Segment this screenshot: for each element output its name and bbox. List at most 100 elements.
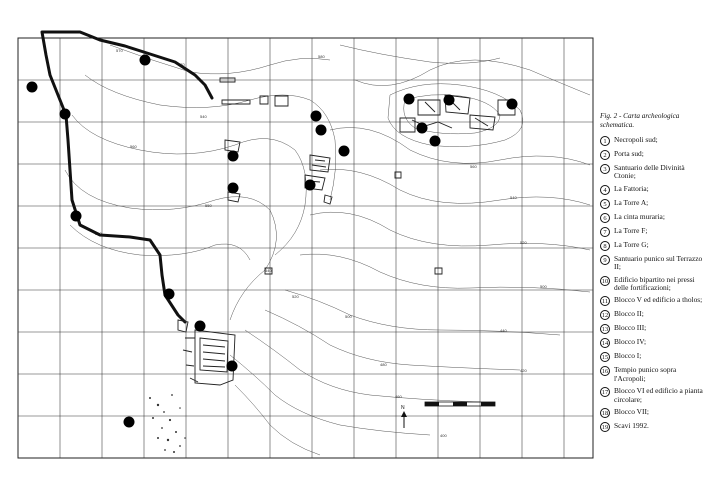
site-marker: [304, 179, 316, 191]
legend-number-badge: 4: [600, 184, 610, 195]
legend-item: 9 Santuario punico sul Terrazzo II;: [600, 253, 705, 272]
legend-label: Necropoli sud;: [614, 135, 658, 144]
north-arrow-icon: N: [401, 405, 407, 428]
contour-label: 400: [440, 433, 447, 438]
small-feature: [264, 267, 273, 275]
contour-label: 560: [470, 164, 477, 169]
legend-number-badge: 16: [600, 366, 610, 377]
legend-number-badge: 8: [600, 240, 610, 251]
contour-label: 560: [130, 144, 137, 149]
legend-number-badge: 1: [600, 136, 610, 146]
legend-number-badge: 11: [600, 296, 610, 307]
contour-label: 570: [178, 62, 185, 67]
legend-number-badge: 19: [600, 422, 610, 433]
site-marker: [443, 94, 455, 106]
legend-number-badge: 2: [600, 150, 610, 160]
legend-label: Scavi 1992.: [614, 421, 649, 431]
legend-number-badge: 17: [600, 387, 610, 398]
contour-label: 540: [510, 195, 517, 200]
site-marker: [315, 124, 327, 136]
necropolis-marks: [149, 394, 186, 453]
legend-number-badge: 15: [600, 352, 610, 363]
legend-label: Blocco VI ed edificio a pianta circolare…: [614, 386, 703, 404]
legend-item: 4 La Fattoria;: [600, 183, 705, 195]
contour-label: 500: [345, 314, 352, 319]
legend-item: 8 La Torre G;: [600, 239, 705, 251]
legend-label: La cinta muraria;: [614, 211, 665, 221]
legend-number-badge: 13: [600, 324, 610, 335]
legend-number-badge: 6: [600, 212, 610, 223]
legend-item: 15 Blocco I;: [600, 351, 705, 363]
contour-label: 540: [200, 114, 207, 119]
contour-label: 580: [318, 54, 325, 59]
legend-label: Blocco I;: [614, 351, 642, 361]
legend-label: Blocco II;: [614, 309, 644, 319]
site-marker: [123, 416, 135, 428]
site-marker: [163, 288, 175, 300]
legend-label: Santuario punico sul Terrazzo II;: [614, 253, 703, 272]
city-wall: [40, 30, 214, 324]
site-marker: [139, 54, 151, 66]
legend-label: La Torre A;: [614, 197, 649, 207]
south-sanctuary-complex: [182, 329, 236, 386]
legend: Fig. 2 - Carta archeologica schematica. …: [600, 112, 705, 436]
contour-label: 440: [500, 328, 507, 333]
acropolis-complex: [399, 94, 516, 133]
legend-label: Blocco V ed edificio a tholos;: [614, 295, 703, 305]
contour-label: 500: [540, 284, 547, 289]
site-marker: [227, 150, 239, 162]
legend-item: 18 Blocco VII;: [600, 407, 705, 419]
site-marker: [310, 110, 322, 122]
legend-item: 11 Blocco V ed edificio a tholos;: [600, 295, 705, 307]
legend-label: La Fattoria;: [614, 183, 649, 193]
legend-label: Blocco IV;: [614, 337, 647, 347]
legend-item: 14 Blocco IV;: [600, 337, 705, 349]
legend-label: Tempio punico sopra l'Acropoli;: [614, 365, 677, 383]
legend-number-badge: 14: [600, 338, 610, 349]
scale-bar: [424, 401, 496, 407]
site-marker: [227, 182, 239, 194]
small-feature: [394, 171, 402, 179]
legend-item: 19 Scavi 1992.: [600, 421, 705, 433]
contour-label: 570: [116, 48, 123, 53]
contour-label: 550: [205, 203, 212, 208]
legend-number-badge: 5: [600, 198, 610, 209]
contour-label: 480: [380, 362, 387, 367]
legend-item: 12 Blocco II;: [600, 309, 705, 321]
legend-item: 2 Porta sud;: [600, 149, 705, 160]
site-marker: [70, 210, 82, 222]
site-marker: [194, 320, 206, 332]
site-marker: [416, 122, 428, 134]
contour-labels: 570 570 580 560 540 560 550 540 520 500 …: [95, 48, 547, 438]
legend-number-badge: 12: [600, 310, 610, 321]
site-marker: [338, 145, 350, 157]
small-feature: [323, 194, 333, 205]
site-markers: [26, 54, 518, 428]
figure-caption: Fig. 2 - Carta archeologica schematica.: [600, 112, 680, 129]
legend-label: Blocco VII;: [614, 407, 649, 417]
legend-label: Santuario delle Divinità Ctonie;: [614, 163, 685, 181]
site-marker: [429, 135, 441, 147]
grid: [18, 38, 593, 458]
contour-label: 540: [265, 268, 272, 273]
site-marker: [403, 93, 415, 105]
legend-label: Porta sud;: [614, 149, 644, 158]
legend-item: 17 Blocco VI ed edificio a pianta circola…: [600, 387, 705, 404]
north-structures: [177, 77, 289, 333]
contour-label: 520: [292, 294, 299, 299]
site-marker: [506, 98, 518, 110]
site-marker: [226, 360, 238, 372]
legend-item: 6 La cinta muraria;: [600, 211, 705, 223]
small-feature: [434, 267, 443, 275]
contour-label: 520: [520, 240, 527, 245]
contour-label: 460: [395, 394, 402, 399]
north-label: N: [401, 405, 405, 411]
legend-number-badge: 9: [600, 254, 610, 265]
legend-label: La Torre G;: [614, 239, 649, 249]
legend-number-badge: 18: [600, 408, 610, 419]
